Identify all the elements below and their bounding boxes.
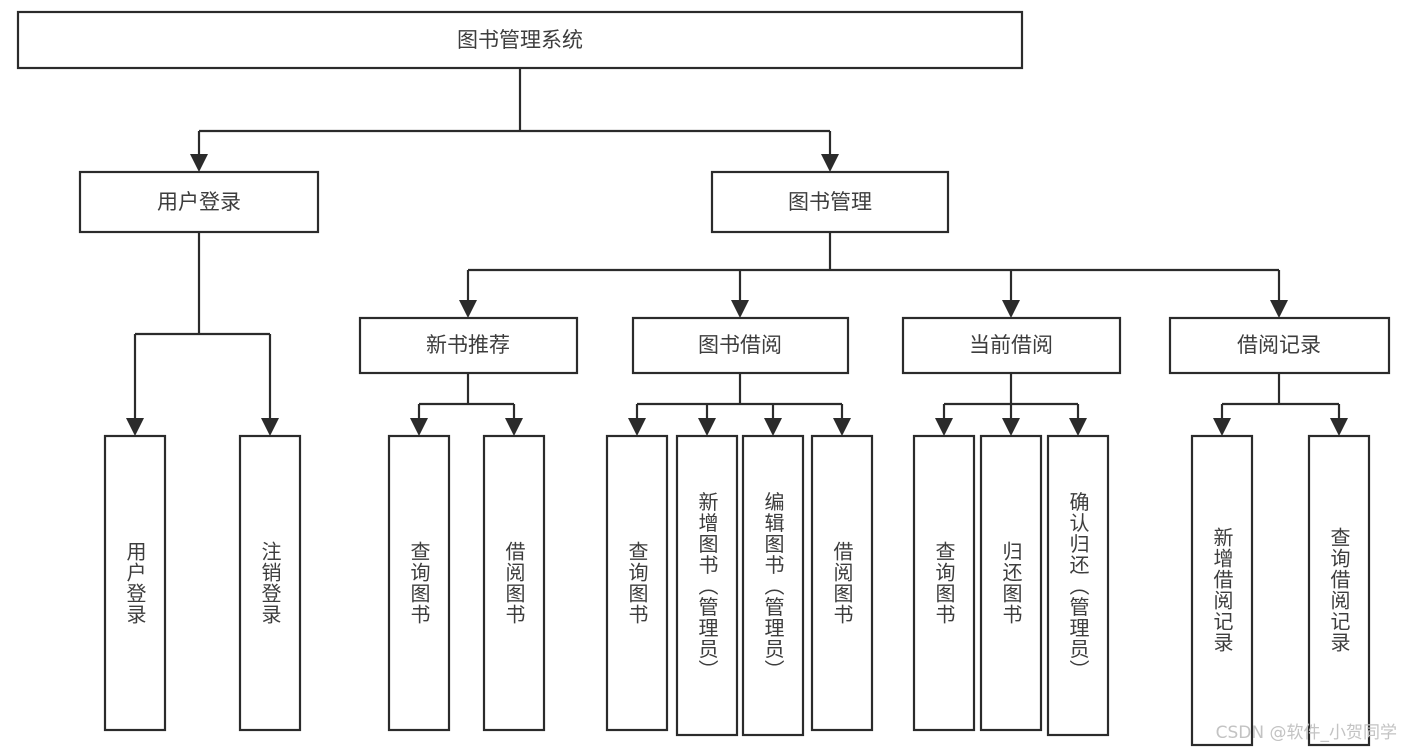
arrowhead-leaf-confirm-return (1069, 418, 1087, 436)
node-leaf-user-login-label: 用户登录 (123, 541, 147, 625)
arrowhead-new-book-recommend (459, 300, 477, 318)
node-leaf-borrow-book-2[interactable]: 借阅图书 (810, 434, 874, 732)
node-borrow-record[interactable]: 借阅记录 (1168, 316, 1391, 375)
arrowhead-user-login (190, 154, 208, 172)
node-user-login-label: 用户登录 (157, 190, 241, 214)
node-new-book-recommend-label: 新书推荐 (426, 333, 510, 357)
arrowhead-current-borrow (1002, 300, 1020, 318)
arrowhead-leaf-borrow-book-2 (833, 418, 851, 436)
node-leaf-query-book-3-box[interactable] (912, 434, 976, 732)
node-current-borrow-box[interactable] (901, 316, 1122, 375)
node-leaf-logout-login[interactable]: 注销登录 (238, 434, 302, 732)
arrowhead-leaf-logout-login (261, 418, 279, 436)
node-borrow-record-label: 借阅记录 (1237, 333, 1321, 357)
node-leaf-add-book-label: 新增图书（管理员） (695, 491, 719, 680)
node-leaf-add-book-box[interactable] (675, 434, 739, 737)
node-book-borrow[interactable]: 图书借阅 (631, 316, 850, 375)
csdn-watermark: CSDN @软件_小贺同学 (1215, 723, 1397, 743)
node-leaf-query-book-3-label: 查询图书 (932, 541, 956, 625)
arrowhead-leaf-user-login (126, 418, 144, 436)
node-leaf-borrow-book-2-label: 借阅图书 (830, 541, 854, 625)
node-borrow-record-box[interactable] (1168, 316, 1391, 375)
node-book-management-box[interactable] (710, 170, 950, 234)
arrowhead-leaf-edit-book (764, 418, 782, 436)
node-leaf-query-book-2-label: 查询图书 (625, 541, 649, 625)
node-new-book-recommend-box[interactable] (358, 316, 579, 375)
node-root[interactable]: 图书管理系统 (16, 10, 1024, 70)
node-book-borrow-label: 图书借阅 (698, 333, 782, 357)
node-leaf-user-login[interactable]: 用户登录 (103, 434, 167, 732)
node-leaf-confirm-return-box[interactable] (1046, 434, 1110, 737)
node-leaf-logout-login-box[interactable] (238, 434, 302, 732)
node-leaf-borrow-book-2-box[interactable] (810, 434, 874, 732)
node-book-management[interactable]: 图书管理 (710, 170, 950, 234)
node-leaf-logout-login-label: 注销登录 (258, 541, 282, 625)
node-leaf-return-book-box[interactable] (979, 434, 1043, 732)
node-leaf-query-borrow-record[interactable]: 查询借阅记录 (1307, 434, 1371, 747)
node-leaf-query-borrow-record-box[interactable] (1307, 434, 1371, 747)
node-leaf-edit-book-box[interactable] (741, 434, 805, 737)
node-leaf-return-book[interactable]: 归还图书 (979, 434, 1043, 732)
node-leaf-user-login-box[interactable] (103, 434, 167, 732)
node-leaf-confirm-return[interactable]: 确认归还（管理员） (1046, 434, 1110, 737)
node-leaf-query-book-1[interactable]: 查询图书 (387, 434, 451, 732)
node-leaf-borrow-book-1-label: 借阅图书 (502, 541, 526, 625)
node-leaf-borrow-book-1[interactable]: 借阅图书 (482, 434, 546, 732)
node-leaf-add-book[interactable]: 新增图书（管理员） (675, 434, 739, 737)
arrowhead-leaf-add-book (698, 418, 716, 436)
node-user-login[interactable]: 用户登录 (78, 170, 320, 234)
node-leaf-query-book-1-box[interactable] (387, 434, 451, 732)
arrowhead-leaf-query-book-3 (935, 418, 953, 436)
node-user-login-box[interactable] (78, 170, 320, 234)
node-leaf-query-borrow-record-label: 查询借阅记录 (1327, 527, 1351, 653)
node-leaf-edit-book[interactable]: 编辑图书（管理员） (741, 434, 805, 737)
arrowhead-leaf-query-borrow-record (1330, 418, 1348, 436)
node-root-box[interactable] (16, 10, 1024, 70)
arrowhead-leaf-borrow-book-1 (505, 418, 523, 436)
node-new-book-recommend[interactable]: 新书推荐 (358, 316, 579, 375)
node-leaf-confirm-return-label: 确认归还（管理员） (1066, 491, 1090, 680)
node-leaf-query-book-3[interactable]: 查询图书 (912, 434, 976, 732)
arrowhead-borrow-record (1270, 300, 1288, 318)
node-leaf-query-book-2[interactable]: 查询图书 (605, 434, 669, 732)
node-leaf-query-book-1-label: 查询图书 (407, 541, 431, 625)
node-leaf-query-book-2-box[interactable] (605, 434, 669, 732)
arrowhead-leaf-return-book (1002, 418, 1020, 436)
connector-layer (126, 68, 1348, 436)
node-current-borrow[interactable]: 当前借阅 (901, 316, 1122, 375)
node-leaf-add-borrow-record-box[interactable] (1190, 434, 1254, 747)
arrowhead-book-borrow (731, 300, 749, 318)
arrowhead-leaf-query-book-1 (410, 418, 428, 436)
arrowhead-book-management (821, 154, 839, 172)
arrowhead-leaf-add-borrow-record (1213, 418, 1231, 436)
arrowhead-leaf-query-book-2 (628, 418, 646, 436)
node-leaf-add-borrow-record[interactable]: 新增借阅记录 (1190, 434, 1254, 747)
node-current-borrow-label: 当前借阅 (969, 333, 1053, 357)
node-leaf-borrow-book-1-box[interactable] (482, 434, 546, 732)
node-leaf-return-book-label: 归还图书 (999, 541, 1023, 625)
node-book-borrow-box[interactable] (631, 316, 850, 375)
node-leaf-edit-book-label: 编辑图书（管理员） (761, 491, 785, 680)
node-leaf-add-borrow-record-label: 新增借阅记录 (1210, 527, 1234, 653)
node-book-management-label: 图书管理 (788, 190, 872, 214)
node-root-label: 图书管理系统 (457, 28, 583, 52)
